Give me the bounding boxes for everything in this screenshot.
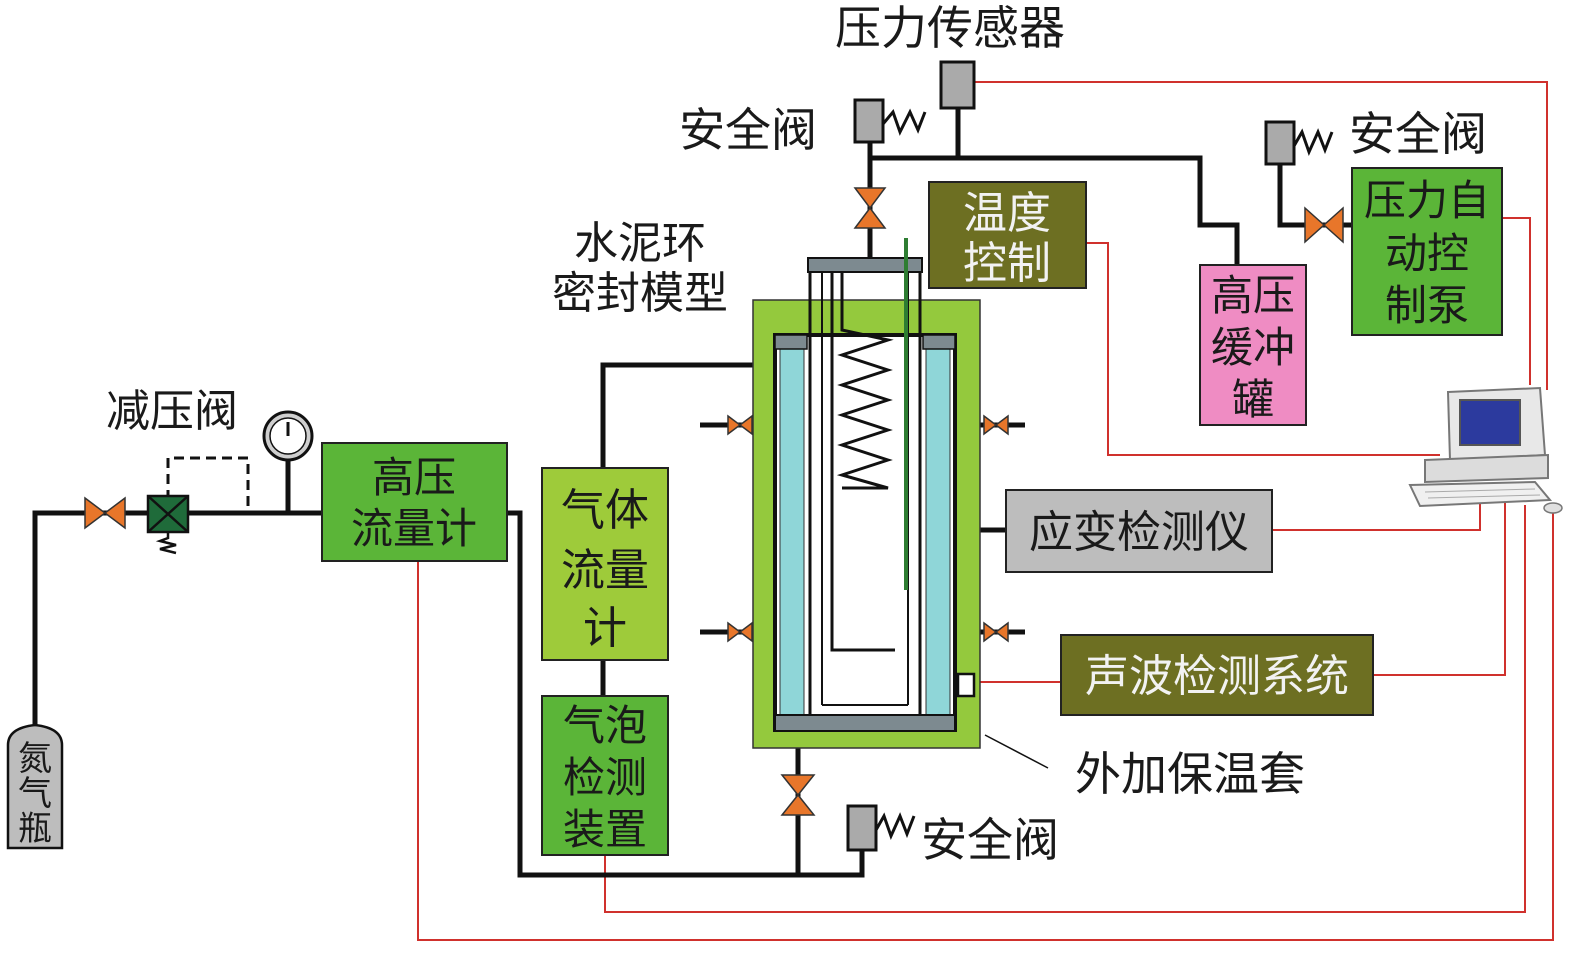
pipe-top-horizontal [870,155,1240,265]
signal-line-pressure-sensor [975,81,1548,390]
hp-buffer-line-1: 高压 [1211,271,1295,320]
hp-buffer-line-2: 缓冲 [1211,323,1295,372]
gas-flowmeter-line-3: 计 [583,603,627,654]
pipe-nitrogen [32,510,322,728]
valve-icon-top [853,187,887,229]
strain-detector-label: 应变检测仪 [1029,507,1249,558]
nitrogen-bottle: 氮 气 瓶 [6,723,64,850]
safety-valve-right-label: 安全阀 [1349,107,1487,161]
nitrogen-bottle-label-3: 瓶 [18,809,52,849]
safety-valve-top [853,98,927,144]
auto-pump-line-2: 动控 [1385,229,1469,278]
bubble-detector-box: 气泡 检测 装置 [541,695,669,856]
signal-line-bubble [604,505,1526,913]
temp-control-box: 温度 控制 [928,181,1087,289]
computer-icon [1408,386,1563,514]
auto-pump-line-3: 制泵 [1385,281,1469,330]
safety-valve-top-label: 安全阀 [679,103,817,157]
cement-sheath-model [752,238,1049,769]
bubble-detector-line-2: 检测 [563,753,647,802]
reducing-valve-bypass [166,456,250,513]
nitrogen-bottle-label-2: 气 [18,774,52,814]
pipe-bottom-safety [798,850,865,878]
pressure-sensor-label: 压力传感器 [835,1,1065,55]
valve-icon-right-top [1304,206,1344,244]
hp-flowmeter-line-1: 高压 [372,453,456,502]
signal-line-strain [1272,502,1481,531]
hp-flowmeter-box: 高压 流量计 [321,442,508,562]
hp-buffer-line-3: 罐 [1232,375,1274,424]
auto-pump-box: 压力自 动控 制泵 [1351,167,1503,336]
temp-control-line-2: 控制 [963,238,1051,289]
hp-flowmeter-line-2: 流量计 [351,504,477,553]
signal-line-auto-pump [1502,217,1531,385]
reducing-valve [146,494,190,555]
heating-coil [836,272,894,490]
reducing-valve-label: 减压阀 [106,386,238,437]
gas-flowmeter-line-2: 流量 [561,545,649,596]
cement-model-label-2: 密封模型 [552,268,728,319]
strain-detector-box: 应变检测仪 [1005,489,1273,573]
valve-icon-bottom [780,774,816,816]
auto-pump-line-1: 压力自 [1364,176,1490,225]
gas-flowmeter-box: 气体 流量 计 [541,467,669,661]
signal-line-temp-control [1086,242,1440,456]
pipe-hp-to-bottom [507,510,798,878]
pressure-sensor-icon [939,60,976,110]
signal-lines [417,81,1554,941]
acoustic-system-label: 声波检测系统 [1085,651,1349,702]
bubble-detector-line-3: 装置 [563,805,647,854]
spring-icon [155,532,177,555]
gas-flowmeter-line-1: 气体 [561,485,649,536]
nitrogen-bottle-label-1: 氮 [18,739,52,779]
hp-buffer-box: 高压 缓冲 罐 [1199,264,1307,426]
valve-icon-side-right-upper [983,414,1009,436]
spring-icon [881,108,927,136]
spring-icon [874,812,916,841]
pipe-gas-flow-top [600,362,775,468]
acoustic-system-box: 声波检测系统 [1060,634,1374,716]
valve-icon-side-left-lower [727,621,753,643]
valve-icon-side-left-upper [727,414,753,436]
signal-line-acoustic [1373,502,1506,676]
signal-line-hp-flow [417,505,1554,941]
temp-control-line-1: 温度 [963,188,1051,239]
bubble-detector-line-1: 气泡 [563,701,647,750]
valve-icon-main [84,496,126,530]
valve-icon-side-right-lower [983,621,1009,643]
safety-valve-right [1264,120,1334,166]
acoustic-sensor [956,672,976,698]
spring-icon [1292,128,1334,157]
pressure-gauge-icon [262,410,314,462]
valves [84,187,1344,816]
safety-valve-bottom [846,804,916,852]
cement-model-label-1: 水泥环 [574,218,706,269]
safety-valve-bottom-label: 安全阀 [921,813,1059,867]
outer-jacket-label: 外加保温套 [1075,747,1305,801]
